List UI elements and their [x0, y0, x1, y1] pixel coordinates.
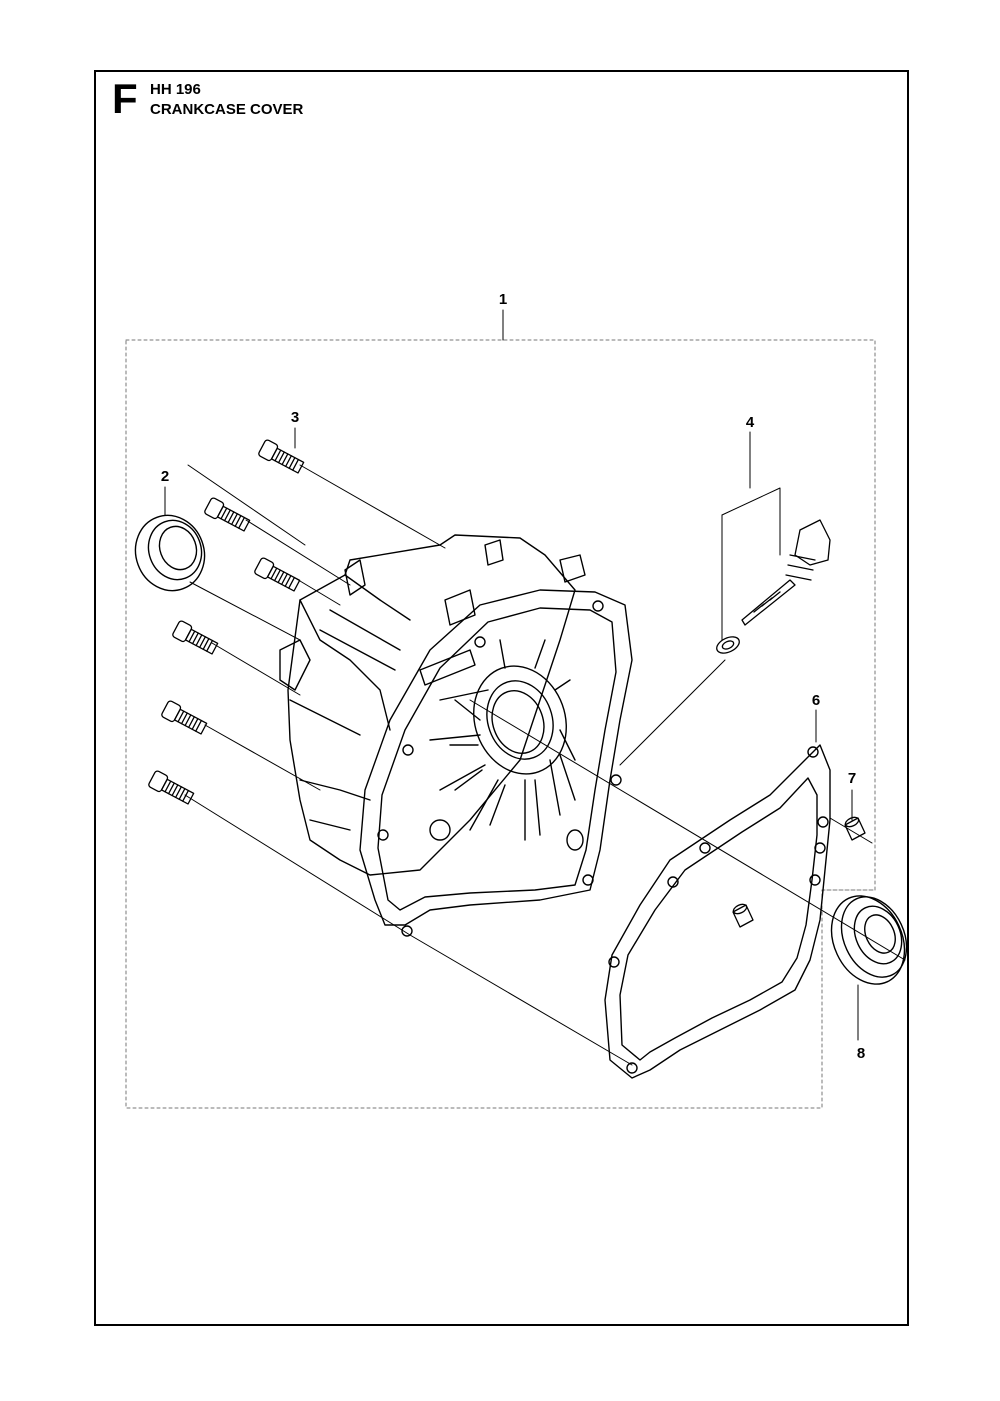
section-letter: F — [112, 75, 138, 122]
oil-seal — [134, 514, 206, 592]
dowel-pins — [732, 816, 866, 928]
kit-boundary — [125, 339, 876, 1109]
crankcase-cover — [279, 534, 633, 937]
gasket — [604, 744, 831, 1079]
model-number: HH 196 — [150, 81, 201, 98]
page-frame — [94, 70, 909, 1326]
bolts — [148, 439, 305, 805]
callout-1: 1 — [498, 291, 508, 308]
callout-4: 4 — [745, 414, 755, 431]
ball-bearing — [830, 895, 908, 985]
dipstick — [716, 519, 831, 654]
callout-8: 8 — [856, 1045, 866, 1062]
callout-2: 2 — [160, 468, 170, 485]
callout-7: 7 — [847, 770, 857, 787]
callout-6: 6 — [811, 692, 821, 709]
leader-lines — [164, 309, 906, 1066]
page-title: CRANKCASE COVER — [150, 101, 304, 118]
callout-3: 3 — [290, 409, 300, 426]
